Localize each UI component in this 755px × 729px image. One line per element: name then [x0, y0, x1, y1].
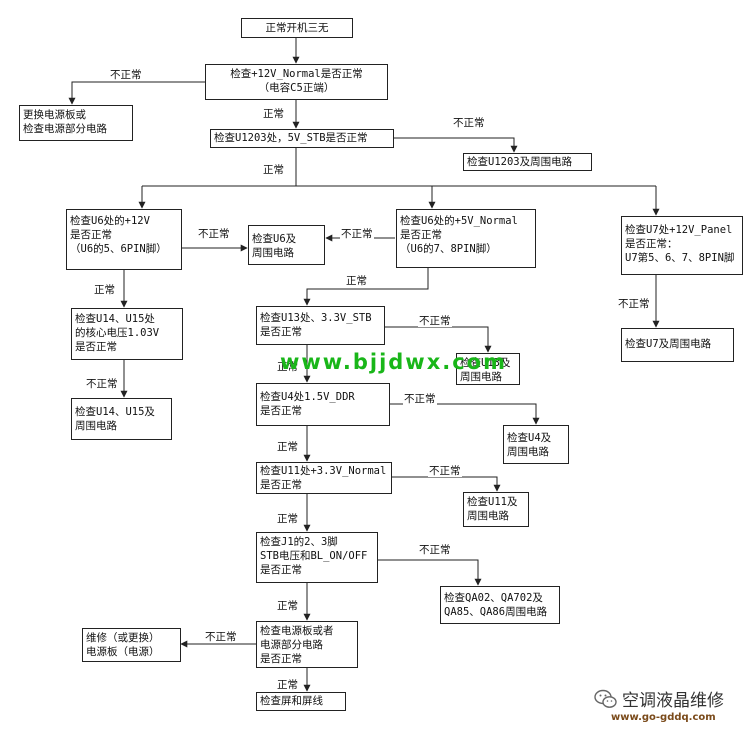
label-normal-u13: 正常	[276, 361, 299, 373]
label-normal-u4: 正常	[276, 441, 299, 453]
check-psu-box: 检查电源板或者 电源部分电路 是否正常	[256, 621, 358, 668]
label-normal-u11: 正常	[276, 513, 299, 525]
label-abnormal-u6-5v: 不正常	[340, 228, 374, 240]
u14-u15-circuit-box: 检查U14、U15及 周围电路	[71, 398, 172, 440]
start-box: 正常开机三无	[241, 18, 353, 38]
check-u14-u15-box: 检查U14、U15处 的核心电压1.03V 是否正常	[71, 308, 183, 360]
label-abnormal-u6-12v: 不正常	[197, 228, 231, 240]
label-abnormal-u11: 不正常	[428, 465, 462, 477]
u6-circuit-box: 检查U6及 周围电路	[248, 225, 325, 265]
label-abnormal-u1203: 不正常	[452, 117, 486, 129]
u11-circuit-box: 检查U11及 周围电路	[463, 492, 529, 527]
u1203-circuit-box: 检查U1203及周围电路	[463, 153, 592, 171]
label-normal-psu: 正常	[276, 679, 299, 691]
check-12v-normal-box: 检查+12V_Normal是否正常 （电容C5正端）	[205, 64, 388, 100]
label-normal-u6-12v: 正常	[93, 284, 116, 296]
watermark-text: www.bjjdwx.com	[280, 350, 507, 374]
logo-name: 空调液晶维修	[622, 691, 724, 711]
check-screen-box: 检查屏和屏线	[256, 692, 346, 711]
u4-circuit-box: 检查U4及 周围电路	[503, 425, 569, 464]
label-normal-u1203: 正常	[262, 164, 285, 176]
check-u7-12v-panel-box: 检查U7处+12V_Panel 是否正常： U7第5、6、7、8PIN脚	[621, 216, 743, 275]
qa-circuit-box: 检查QA02、QA702及 QA85、QA86周围电路	[440, 586, 560, 624]
label-abnormal-u13: 不正常	[418, 315, 452, 327]
label-abnormal-u14: 不正常	[85, 378, 119, 390]
check-j1-box: 检查J1的2、3脚 STB电压和BL_ON/OFF 是否正常	[256, 532, 378, 583]
label-abnormal-u7: 不正常	[617, 298, 651, 310]
wechat-icon	[594, 689, 617, 708]
logo-url: www.go-gddq.com	[611, 712, 716, 723]
label-normal-j1: 正常	[276, 600, 299, 612]
replace-psu-box: 更换电源板或 检查电源部分电路	[19, 105, 133, 141]
label-normal-u6-5v: 正常	[345, 275, 368, 287]
check-u6-12v-box: 检查U6处的+12V 是否正常 （U6的5、6PIN脚）	[66, 209, 182, 270]
check-u11-3v3-box: 检查U11处+3.3V_Normal 是否正常	[256, 462, 392, 494]
label-abnormal-psu: 不正常	[204, 631, 238, 643]
check-u1203-box: 检查U1203处，5V_STB是否正常	[210, 129, 394, 148]
u13-circuit-box: 检查U13及 周围电路	[456, 353, 520, 385]
label-abnormal-12v: 不正常	[109, 69, 143, 81]
label-normal-12v: 正常	[262, 108, 285, 120]
label-abnormal-u4: 不正常	[403, 393, 437, 405]
check-u13-3v3-box: 检查U13处、3.3V_STB 是否正常	[256, 306, 385, 345]
check-u6-5v-box: 检查U6处的+5V_Normal 是否正常 （U6的7、8PIN脚）	[396, 209, 536, 268]
repair-psu-box: 维修（或更换） 电源板（电源）	[82, 628, 181, 662]
u7-circuit-box: 检查U7及周围电路	[621, 328, 734, 362]
check-u4-1v5-box: 检查U4处1.5V_DDR 是否正常	[256, 383, 390, 426]
label-abnormal-j1: 不正常	[418, 544, 452, 556]
